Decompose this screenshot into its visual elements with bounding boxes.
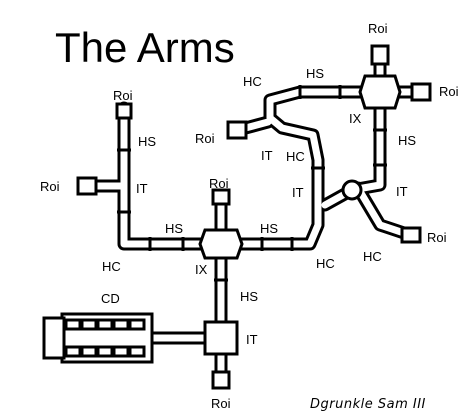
label-hc: HC (316, 256, 335, 271)
label-hs: HS (260, 221, 278, 236)
roi-right-cap (410, 82, 432, 102)
cd-nozzle (42, 316, 66, 360)
section-rings (117, 85, 387, 282)
label-it: IT (292, 185, 304, 200)
label-hs: HS (306, 66, 324, 81)
roi-bottom-right-cap (400, 226, 422, 244)
label-hc: HC (363, 249, 382, 264)
lower-junction-hub (203, 320, 239, 356)
label-hc: HC (243, 74, 262, 89)
label-it: IT (261, 148, 273, 163)
cd-launcher (42, 312, 154, 364)
roi-top-left-cap (115, 102, 133, 120)
center-junction-hub (198, 228, 244, 260)
junction-hubs (198, 74, 402, 356)
author-signature: Dgrunkle Sam III (310, 397, 426, 412)
roi-left-cap (76, 176, 98, 196)
label-hs: HS (398, 133, 416, 148)
upper-right-junction-hub (358, 74, 402, 110)
label-it: IT (246, 332, 258, 347)
roi-mid-left-cap (226, 120, 248, 140)
labels: Roi Roi Roi Roi Roi Roi Roi Roi HC HS IX… (40, 21, 459, 411)
label-roi: Roi (368, 21, 388, 36)
label-roi: Roi (195, 131, 215, 146)
label-it: IT (136, 181, 148, 196)
roi-center-cap (211, 188, 231, 206)
label-hs: HS (138, 134, 156, 149)
right-junction-hub (341, 179, 363, 201)
label-hc: HC (286, 149, 305, 164)
label-hs: HS (165, 221, 183, 236)
diagram-title: The Arms (55, 24, 235, 71)
label-hs: HS (240, 289, 258, 304)
label-roi: Roi (209, 176, 229, 191)
label-it: IT (396, 184, 408, 199)
label-hc: HC (102, 259, 121, 274)
label-cd: CD (101, 291, 120, 306)
label-ix: IX (195, 262, 208, 277)
label-roi: Roi (40, 179, 60, 194)
label-ix: IX (349, 111, 362, 126)
roi-bottom-cap (211, 370, 231, 390)
label-roi: Roi (427, 230, 447, 245)
corridor-network (77, 48, 427, 382)
label-roi: Roi (211, 396, 231, 411)
label-roi: Roi (113, 88, 133, 103)
roi-top-right-cap (370, 44, 390, 66)
roi-endcaps (76, 44, 432, 390)
label-roi: Roi (439, 84, 459, 99)
